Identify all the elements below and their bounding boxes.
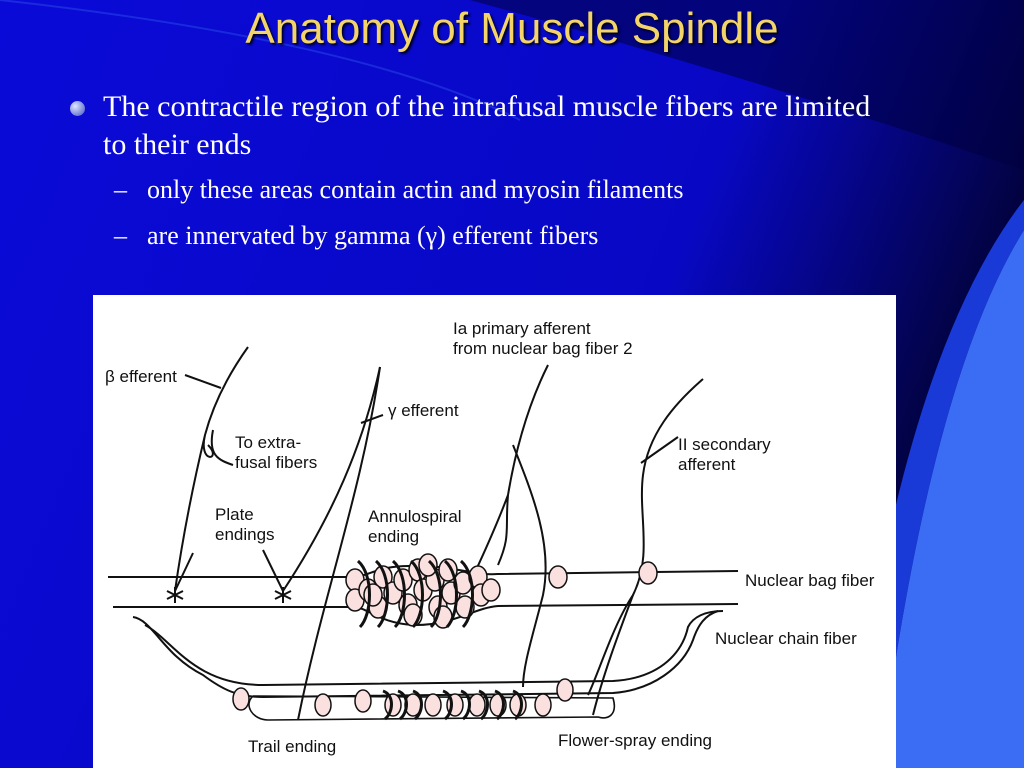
coil [374,559,389,629]
nuclear-chain-fiber-outer [132,610,719,699]
sub-bullet-item: – are innervated by gamma (γ) efferent f… [66,220,886,252]
nucleus [509,693,527,717]
nuclear-bag-fiber-bottom [113,603,739,627]
nuclear-chain-fiber-inner [144,610,724,687]
ia-afferent-branch [512,444,547,688]
coil [427,559,442,629]
annulospiral-ending [356,559,474,629]
nucleus [232,687,250,711]
page-title: Anatomy of Muscle Spindle [245,4,779,53]
nucleus [468,693,486,717]
coil [391,559,406,629]
sub-bullet-text: only these areas contain actin and myosi… [147,175,684,204]
ii-afferent-label: II secondary afferent [678,435,771,474]
beta-efferent-branch [210,429,234,466]
ia-afferent-label: Ia primary afferent from nuclear bag fib… [453,319,633,358]
ii-afferent-spray [587,594,634,696]
nucleus [363,583,383,607]
coil [443,559,458,629]
sub-bullet-text: are innervated by gamma (γ) efferent fib… [147,221,599,250]
coil [512,689,523,721]
ii-afferent-fiber [592,378,704,716]
nucleus [481,578,501,602]
nucleus [314,693,332,717]
nuclear-chain-label: Nuclear chain fiber [715,629,857,648]
coil [356,559,371,629]
coil [382,689,393,721]
coil [397,689,408,721]
bullet-dot-icon [70,101,85,116]
dash-icon: – [114,221,127,250]
bullet-list: The contractile region of the intrafusal… [66,88,886,252]
nucleus [354,689,372,713]
plate-endings-label: Plate endings [215,505,275,544]
bullet-item: The contractile region of the intrafusal… [66,88,886,164]
bullet-text: The contractile region of the intrafusal… [103,90,871,161]
to-extrafusal-label: To extra- fusal fibers [235,433,318,472]
beta-efferent-label: β efferent [105,367,177,386]
annulospiral-label: Annulospiral ending [368,507,462,546]
nucleus [548,565,568,589]
flower-spray-label: Flower-spray ending [558,731,713,750]
beta-efferent-fiber [174,346,249,592]
coil [460,689,471,721]
chain-annulospiral-ending [382,689,523,721]
coil [494,689,505,721]
sub-bullet-item: – only these areas contain actin and myo… [66,174,886,206]
muscle-spindle-diagram: β efferent To extra- fusal fibers γ effe… [93,295,896,768]
coil [409,559,424,629]
dash-icon: – [114,175,127,204]
gamma-efferent-fiber [282,366,381,592]
nucleus [556,678,574,702]
accent-shape [880,230,1024,768]
trail-ending-label: Trail ending [248,737,337,756]
gamma-efferent-trail [297,366,381,721]
nucleus [638,561,658,585]
plate-endings [166,587,292,603]
nucleus [534,693,552,717]
nuclear-bag-label: Nuclear bag fiber [745,571,875,590]
coil [442,689,453,721]
ia-afferent-fiber [472,364,549,578]
coil [478,689,489,721]
nucleus [418,553,438,577]
gamma-efferent-label: γ efferent [388,401,459,420]
coil [459,559,474,629]
nucleus [384,693,402,717]
coil [412,689,423,721]
nucleus [424,693,442,717]
